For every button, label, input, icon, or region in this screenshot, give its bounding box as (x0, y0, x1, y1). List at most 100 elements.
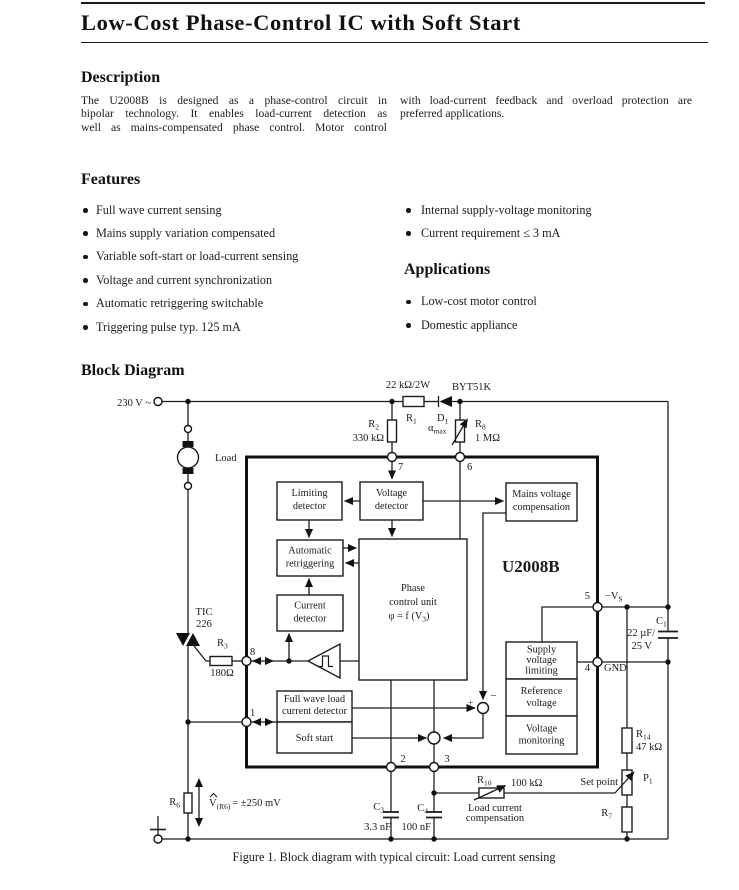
r8-value: 1 MΩ (475, 433, 500, 444)
title-rule (81, 41, 708, 44)
svg-text:R8: R8 (475, 419, 486, 432)
c3-value: 3.3 nF (364, 822, 391, 833)
pin-5-terminal (592, 601, 603, 613)
bullet-icon (83, 231, 88, 236)
automatic-retriggering-box (276, 539, 344, 577)
phase-control-unit-box (358, 538, 468, 681)
r6-voltage-label: V(R6)= ±250 mV (209, 792, 281, 811)
d1-type-label: BYT51K (452, 382, 492, 393)
c3-label: C (373, 802, 380, 813)
voltage-monitoring-box (505, 715, 578, 755)
ic-name-label: U2008B (502, 557, 560, 576)
r14-label: R (636, 729, 643, 740)
top-rule (81, 2, 705, 5)
r7-resistor (621, 806, 633, 833)
r1-resistor (402, 395, 425, 408)
r6-resistor (183, 792, 193, 814)
svg-text:C1: C1 (656, 616, 667, 629)
feature-item: Voltage and current synchronization (96, 272, 273, 287)
c4-label: C (417, 803, 424, 814)
pin-7-label: 7 (398, 462, 403, 473)
pin-8-label: 8 (250, 647, 255, 658)
feature-item: Triggering pulse typ. 125 mA (96, 319, 241, 334)
triac (176, 633, 200, 646)
r10-label: R (477, 775, 484, 786)
load-label: Load (215, 453, 237, 464)
gnd-label: GND (604, 663, 627, 674)
page-title: Low-Cost Phase-Control IC with Soft Star… (81, 10, 521, 35)
c1-capacitor (658, 630, 678, 639)
pulse-amplifier (306, 642, 341, 680)
description-line: well as mains-compensated phase control.… (81, 120, 387, 134)
r6-label: R (169, 797, 176, 808)
r3-label: R (217, 638, 224, 649)
r1-value: 22 kΩ/2W (386, 380, 430, 391)
pin-4-terminal (592, 656, 603, 668)
ground-terminal (153, 834, 163, 844)
supply-voltage-limiting-box (505, 641, 578, 680)
pulse-icon (318, 655, 333, 668)
r3-resistor (209, 655, 233, 667)
pin-5-label: 5 (585, 591, 590, 602)
full-wave-label: Full wave load (284, 694, 346, 705)
bullet-icon (83, 325, 88, 330)
mains-terminal (153, 396, 163, 407)
c1-label: C (656, 616, 663, 627)
feature-item: Variable soft-start or load-current sens… (96, 249, 299, 264)
soft-start-box (276, 721, 353, 754)
svg-text:C3: C3 (373, 802, 384, 815)
r7-label: R (601, 808, 608, 819)
r14-value: 47 kΩ (636, 742, 662, 753)
svg-text:−VS: −VS (605, 591, 623, 604)
current-detector-label: Current (294, 601, 326, 612)
pin-1-label: 1 (250, 708, 255, 719)
svg-text:R2: R2 (368, 419, 379, 432)
pin-2-label: 2 (400, 754, 405, 765)
feature-item: Full wave current sensing (96, 202, 222, 217)
pin-7-terminal (386, 451, 398, 463)
svg-text:R14: R14 (636, 729, 651, 742)
description-line: The U2008B is designed as a phase-contro… (81, 94, 387, 107)
svg-text:D1: D1 (437, 413, 449, 426)
pin-3-terminal (428, 761, 440, 773)
r14-resistor (621, 727, 633, 754)
feature-item: Internal supply-voltage monitoring (421, 202, 592, 217)
triac-label: TIC (196, 607, 213, 618)
reference-voltage-label: Reference (521, 686, 563, 697)
description-line: with load-current feedback and overload … (400, 94, 692, 107)
description-line: preferred applications. (400, 107, 505, 121)
mains-voltage-compensation-label: Mains voltage (512, 489, 571, 500)
r2-value: 330 kΩ (353, 433, 385, 444)
supply-voltage-limiting-label: Supply (527, 645, 557, 656)
svg-text:R6: R6 (169, 797, 180, 810)
bullet-icon (406, 323, 411, 328)
load-current-compensation-label: Load current (468, 803, 522, 814)
pin-bidirectional-arrows (252, 657, 274, 726)
bullet-icon (83, 301, 88, 307)
application-item: Low-cost motor control (421, 294, 537, 308)
phase-control-unit-label: Phase (401, 583, 425, 594)
adjust-arrows (451, 418, 635, 801)
junction-dots (185, 398, 671, 842)
current-detector-box (276, 594, 344, 632)
r1-label: R (406, 413, 413, 424)
bullet-icon (83, 278, 88, 283)
limiting-detector-label: Limiting (291, 488, 327, 499)
bullet-icon (83, 254, 88, 260)
svg-text:C4: C4 (417, 803, 428, 816)
pin-4-label: 4 (585, 663, 591, 674)
feature-item: Mains supply variation compensated (96, 225, 276, 240)
svg-text:R7: R7 (601, 808, 612, 821)
mains-voltage-compensation-box (505, 482, 578, 522)
features-heading: Features (81, 171, 141, 188)
svg-text:V(R6)= ±250 mV: V(R6)= ±250 mV (209, 798, 281, 811)
